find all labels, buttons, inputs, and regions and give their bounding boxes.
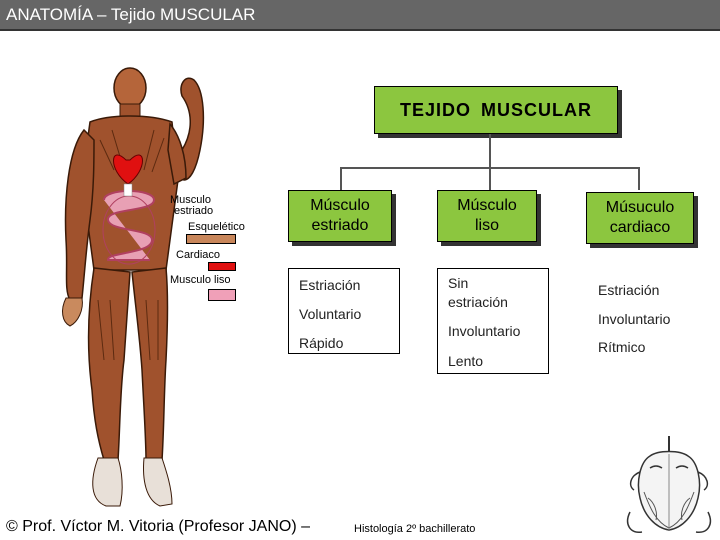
prop-sin: Sin	[448, 275, 469, 291]
slide-title: ANATOMÍA – Tejido MUSCULAR	[6, 5, 256, 24]
prop-involuntario-cardiaco: Involuntario	[598, 311, 671, 327]
swatch-smooth	[208, 289, 236, 301]
props-liso: Sin estriación Involuntario Lento	[437, 268, 549, 374]
connector-right	[638, 167, 640, 190]
footer-author: © Prof. Víctor M. Vitoria (Profesor JANO…	[6, 518, 311, 535]
prop-involuntario-liso: Involuntario	[448, 323, 521, 339]
prop-estriacion-liso: estriación	[448, 294, 508, 310]
muscle-anatomy-illustration	[62, 67, 205, 507]
prop-rapido: Rápido	[299, 335, 344, 351]
connector-left	[340, 167, 342, 190]
label-musculo-estriado: Musculo estriado	[170, 194, 214, 217]
prop-voluntario: Voluntario	[299, 306, 362, 322]
footer-course: Histología 2º bachillerato	[354, 523, 476, 535]
root-node-label: TEJIDO MUSCULAR	[399, 99, 592, 120]
root-node-tejido-muscular: TEJIDO MUSCULAR	[374, 86, 618, 134]
props-estriado: Estriación Voluntario Rápido	[288, 268, 400, 354]
connector-root-down	[489, 134, 491, 168]
footer-credit: © Prof. Víctor M. Vitoria (Profesor JANO…	[0, 513, 620, 540]
swatch-skeletal	[186, 234, 236, 244]
title-bar: ANATOMÍA – Tejido MUSCULAR	[0, 0, 720, 31]
prop-lento: Lento	[448, 353, 484, 369]
prop-estriacion: Estriación	[299, 277, 361, 293]
janus-logo-icon	[626, 436, 712, 533]
label-esqueletico: Esquelético	[188, 221, 245, 233]
label-musculo-liso: Musculo liso	[170, 274, 231, 286]
connector-middle	[489, 167, 491, 190]
prop-ritmico: Rítmico	[598, 339, 646, 355]
prop-estriacion-cardiaco: Estriación	[598, 282, 660, 298]
swatch-cardiac	[208, 262, 236, 271]
label-cardiaco: Cardiaco	[176, 249, 221, 261]
props-cardiaco: Estriación Involuntario Rítmico	[598, 282, 708, 362]
